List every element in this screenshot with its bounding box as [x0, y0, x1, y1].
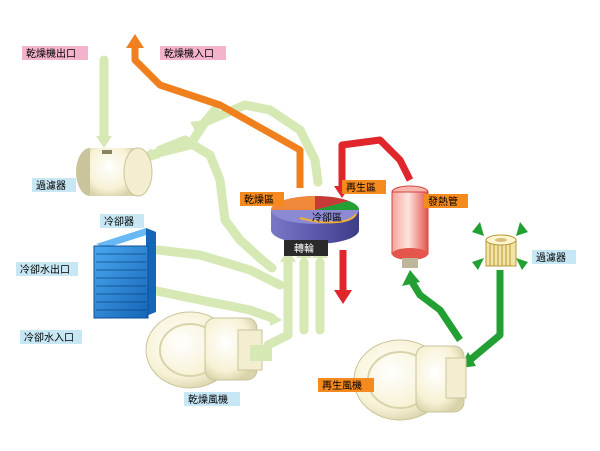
label-dryer-outlet-text: 乾燥機出口 [26, 47, 76, 60]
left-filter [76, 147, 153, 197]
label-drying-zone: 乾燥區 [240, 192, 284, 206]
label-regen-zone: 再生區 [342, 180, 386, 194]
right-filter [485, 234, 517, 267]
label-regen-blower-text: 再生風機 [322, 379, 362, 392]
label-rotor: 轉輪 [294, 242, 314, 255]
label-rotor-text: 轉輪 [294, 242, 314, 255]
label-filter-right: 過濾器 [532, 250, 576, 264]
label-drying-zone-text: 乾燥區 [244, 193, 274, 206]
label-dryer-outlet: 乾燥機出口 [22, 46, 88, 60]
label-heater: 發熱管 [424, 194, 468, 208]
label-cooling-water-in: 冷卻水入口 [20, 330, 82, 344]
regen-blower [353, 339, 467, 421]
label-cooling-water-out: 冷卻水出口 [16, 262, 78, 276]
label-cooling-zone: 冷卻區 [312, 211, 342, 224]
label-cooler: 冷卻器 [100, 214, 144, 228]
label-cooling-water-in-text: 冷卻水入口 [24, 331, 74, 344]
label-dryer-inlet: 乾燥機入口 [160, 46, 226, 60]
desiccant-rotor [271, 195, 360, 256]
cooler-unit [93, 228, 156, 319]
label-cooling-water-out-text: 冷卻水出口 [20, 263, 70, 276]
label-cooling-zone-text: 冷卻區 [312, 211, 342, 224]
label-filter-left-text: 過濾器 [36, 179, 66, 192]
label-dryer-inlet-text: 乾燥機入口 [164, 47, 214, 60]
dryer-inlet-flow [126, 34, 304, 188]
regen-air-flow [409, 270, 504, 363]
label-drying-blower-text: 乾燥風機 [188, 393, 228, 406]
label-drying-blower: 乾燥風機 [184, 392, 240, 406]
label-cooler-text: 冷卻器 [104, 215, 134, 228]
heater-tube [391, 185, 429, 268]
label-regen-blower: 再生風機 [318, 378, 374, 392]
label-filter-left: 過濾器 [32, 178, 76, 192]
label-filter-right-text: 過濾器 [536, 251, 566, 264]
filter-intake-arrows [472, 222, 528, 270]
label-regen-zone-text: 再生區 [346, 181, 376, 194]
drying-blower [145, 311, 272, 389]
label-heater-text: 發熱管 [428, 195, 458, 208]
drying-air-pipes [99, 55, 325, 350]
